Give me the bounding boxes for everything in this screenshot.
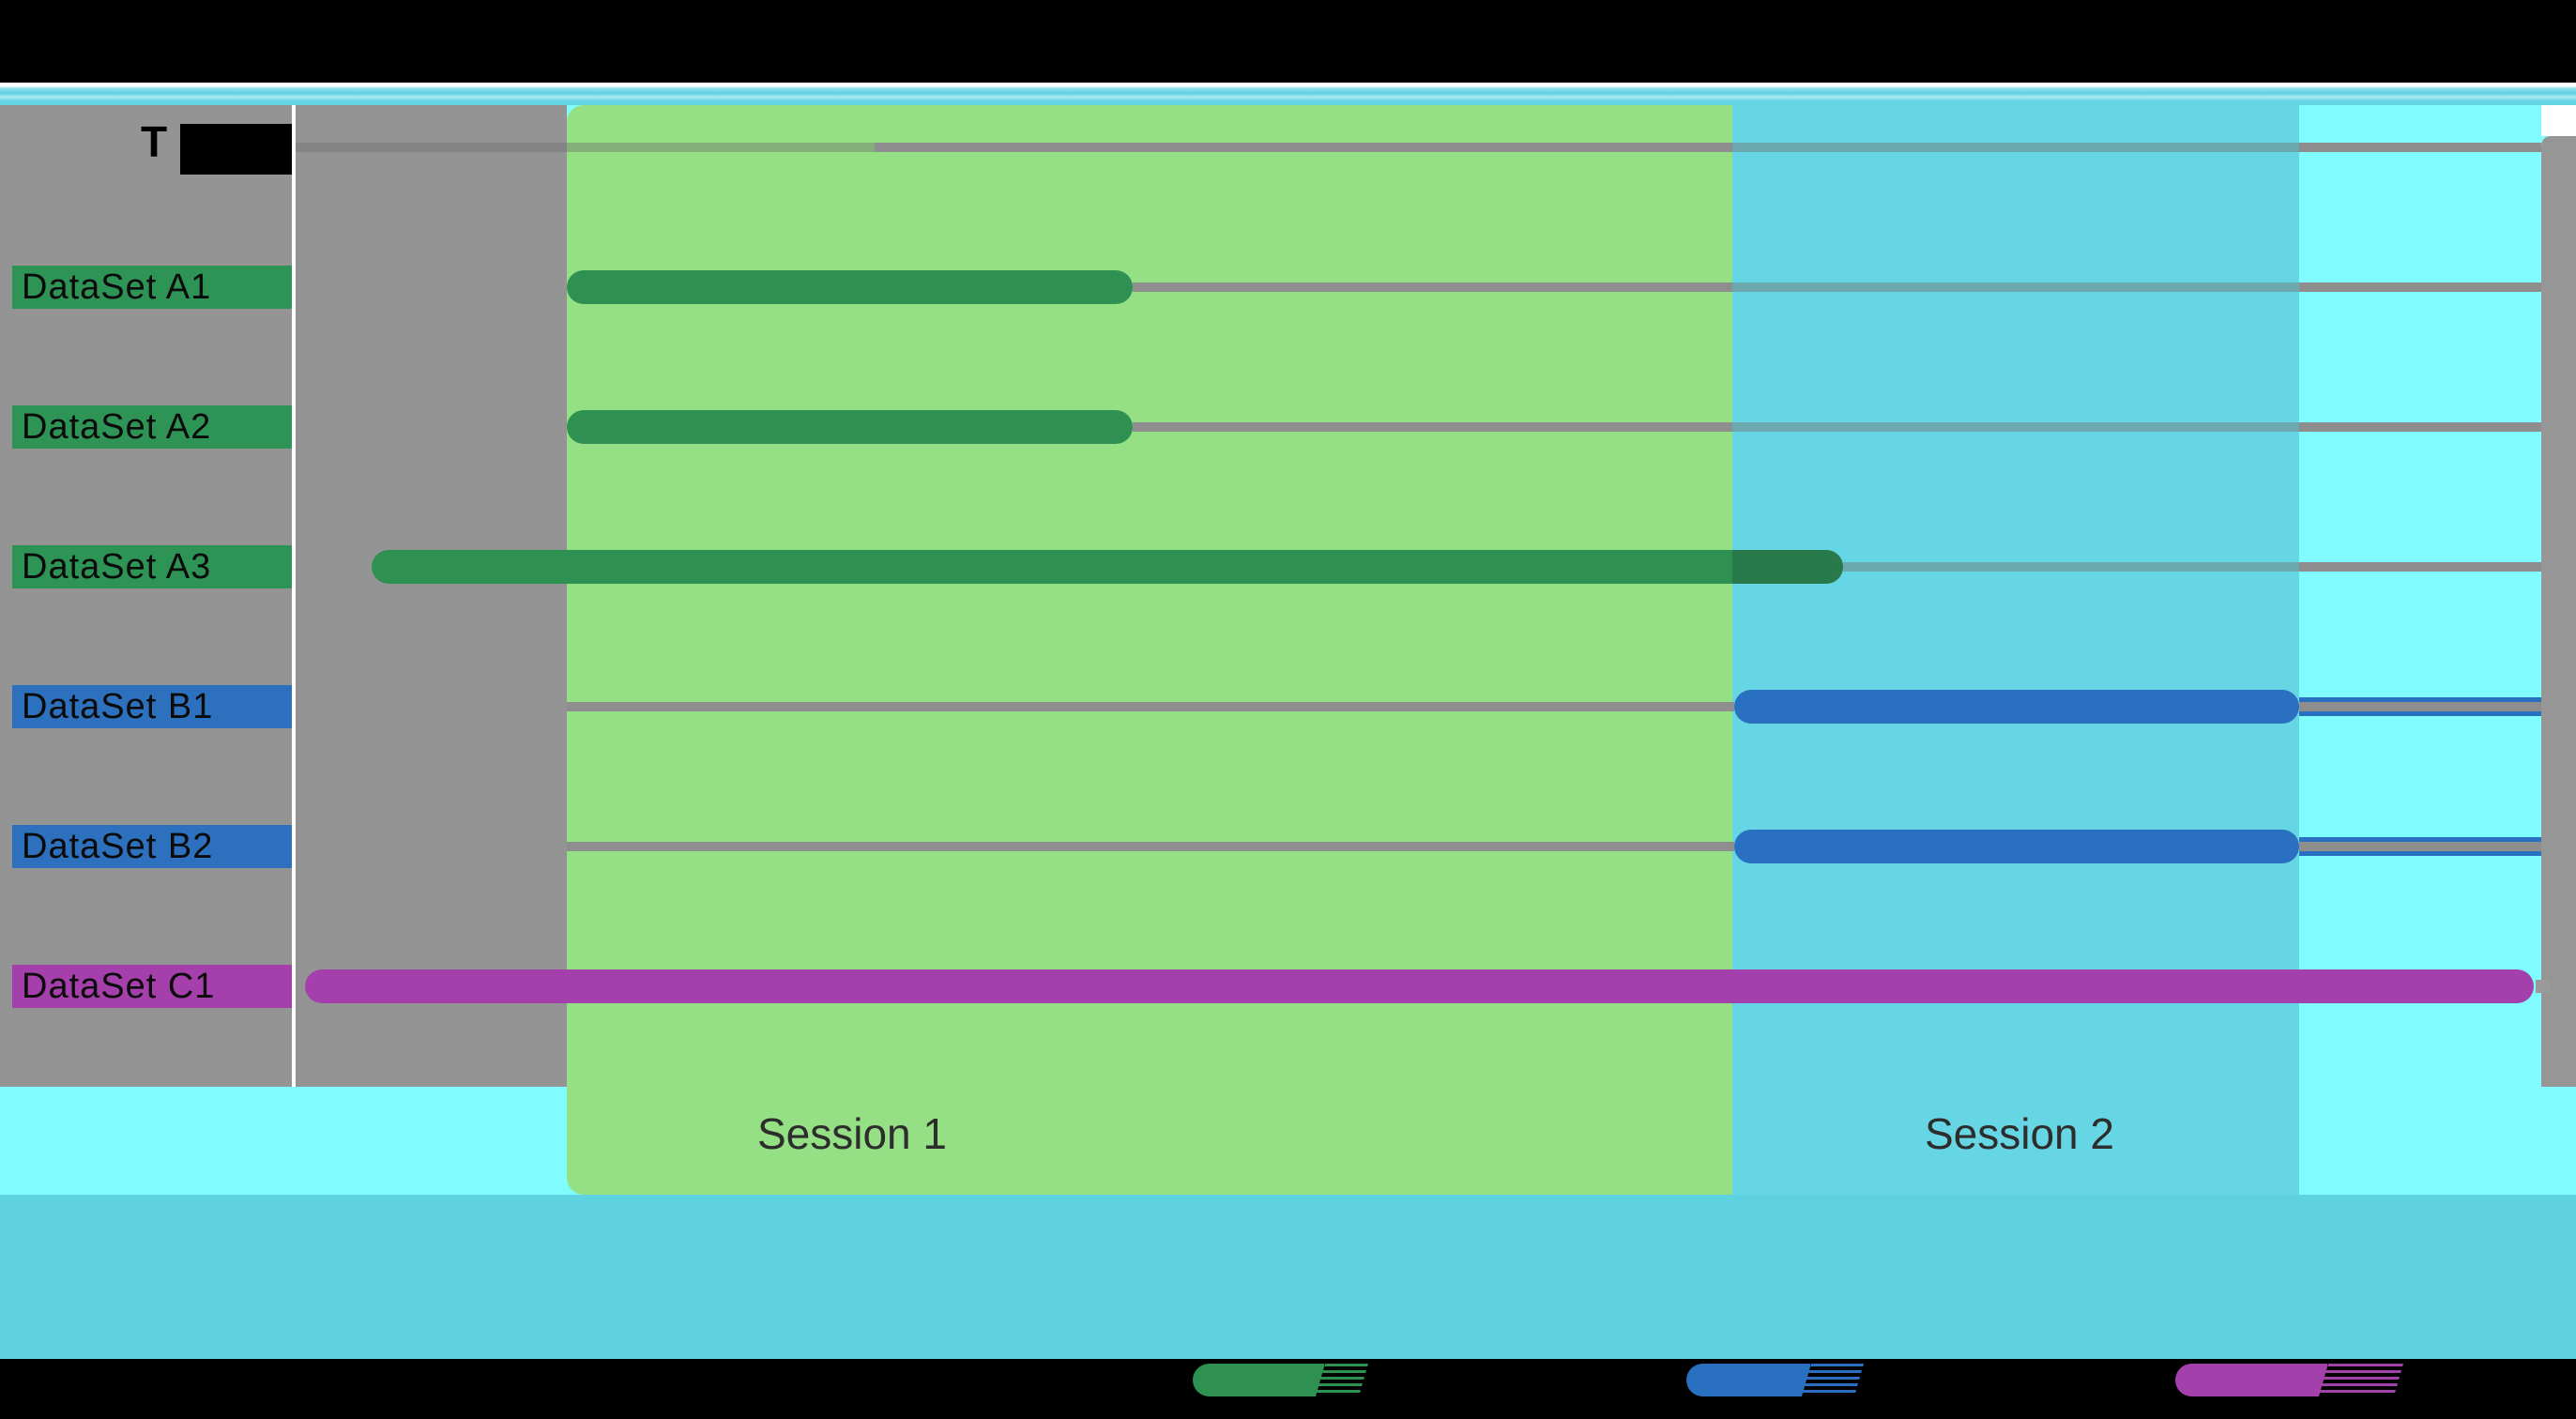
legend-swatch-stripes	[2318, 1364, 2404, 1396]
gantt-bar-dataset-a2	[567, 410, 1133, 444]
session2-label: Session 2	[1924, 1109, 2114, 1158]
row-gridline-solid	[567, 702, 1734, 711]
legend-swatch-stripes	[1801, 1364, 1865, 1396]
row-gridline-solid	[2299, 282, 2541, 292]
row-gridline-muted	[1732, 422, 2299, 432]
legend-swatch-stripes	[1315, 1364, 1369, 1396]
gantt-bar-dataset-b2	[1734, 830, 2299, 863]
row-label-dataset-b1: DataSet B1	[12, 685, 292, 728]
top-cyan-strip	[0, 83, 2576, 105]
row-gridline-solid	[1133, 422, 1732, 432]
row-gridline-muted	[1732, 282, 2299, 292]
row-label-dataset-a2: DataSet A2	[12, 405, 292, 449]
row-gridline-solid	[2299, 143, 2541, 152]
session1-label: Session 1	[756, 1109, 947, 1158]
legend-swatch-solid	[1686, 1364, 1810, 1396]
gantt-bar-dataset-c1	[305, 969, 2534, 1003]
row-gridline-solid	[875, 143, 1732, 152]
legend-swatch-series-A-green	[1193, 1364, 1369, 1396]
row-label-dataset-a3: DataSet A3	[12, 545, 292, 588]
pre-session-gray-column	[296, 105, 567, 1087]
gantt-bar-dataset-a3	[372, 550, 1843, 584]
column-separator-line	[292, 105, 296, 1087]
row-gridline-solid	[567, 842, 1734, 851]
row-gridline-fringed	[2299, 697, 2541, 716]
right-gray-column	[2541, 136, 2576, 1087]
row-gridline-muted	[296, 143, 875, 152]
bar-end-connector	[2536, 980, 2551, 993]
redaction-box	[180, 124, 292, 175]
row-gridline-fringed	[2299, 837, 2541, 856]
row-gridline-solid	[2299, 562, 2541, 572]
legend-swatch-solid	[2175, 1364, 2327, 1396]
bottom-cyan-band	[0, 1195, 2576, 1359]
row-label-dataset-a1: DataSet A1	[12, 266, 292, 309]
legend-swatch-series-C-purple	[2175, 1364, 2404, 1396]
row-gridline-solid	[1133, 282, 1732, 292]
row-label-dataset-b2: DataSet B2	[12, 825, 292, 868]
gantt-bar-dataset-b1	[1734, 690, 2299, 724]
session2-band	[1732, 105, 2299, 1195]
gantt-bar-dataset-a1	[567, 270, 1133, 304]
right-top-white-patch	[2541, 105, 2576, 136]
row-label-dataset-c1: DataSet C1	[12, 965, 292, 1008]
gantt-bar-dark-tip	[1732, 550, 1843, 584]
legend-swatch-solid	[1193, 1364, 1324, 1396]
top-black-bar	[0, 0, 2576, 83]
legend-swatch-series-B-blue	[1686, 1364, 1865, 1396]
row-gridline-muted	[1732, 143, 2299, 152]
task-column-header-label: T	[141, 117, 168, 166]
row-gridline-solid	[2299, 422, 2541, 432]
row-gridline-muted	[1843, 562, 2299, 572]
